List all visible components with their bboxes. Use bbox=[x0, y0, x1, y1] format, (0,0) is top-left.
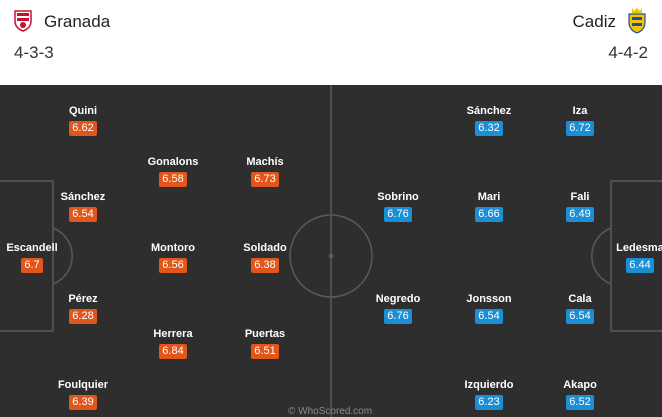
player-name: Gonalons bbox=[147, 156, 199, 168]
player-rating: 6.38 bbox=[251, 258, 279, 273]
home-player-5[interactable]: Foulquier 6.39 bbox=[43, 379, 123, 410]
player-name: Akapo bbox=[563, 379, 597, 391]
granada-crest-icon bbox=[14, 10, 32, 32]
away-player-7[interactable]: Negredo 6.76 bbox=[358, 293, 438, 324]
player-rating: 6.84 bbox=[159, 344, 187, 359]
player-rating: 6.58 bbox=[159, 172, 187, 187]
away-team-name[interactable]: Cadiz bbox=[572, 12, 616, 31]
player-rating: 6.56 bbox=[159, 258, 187, 273]
player-rating: 6.39 bbox=[69, 395, 97, 410]
player-name: Sobrino bbox=[377, 191, 419, 203]
home-player-8[interactable]: Herrera 6.84 bbox=[133, 328, 213, 359]
home-player-9[interactable]: Machís 6.73 bbox=[225, 156, 305, 187]
player-rating: 6.52 bbox=[566, 395, 594, 410]
player-rating: 6.76 bbox=[384, 207, 412, 222]
player-rating: 6.62 bbox=[69, 121, 97, 136]
player-name: Montoro bbox=[151, 242, 195, 254]
player-rating: 6.73 bbox=[251, 172, 279, 187]
player-rating: 6.44 bbox=[626, 258, 654, 273]
player-rating: 6.51 bbox=[251, 344, 279, 359]
player-rating: 6.54 bbox=[69, 207, 97, 222]
match-header: Granada 4-3-3 Cadiz 4-4-2 bbox=[0, 0, 662, 85]
player-rating: 6.66 bbox=[475, 207, 503, 222]
away-player-6[interactable]: Ledesma 6.44 bbox=[600, 242, 662, 273]
home-formation: 4-3-3 bbox=[14, 43, 54, 62]
player-name: Herrera bbox=[153, 328, 193, 340]
watermark: © WhoScored.com bbox=[288, 406, 373, 417]
player-name: Iza bbox=[572, 105, 588, 117]
player-name: Sánchez bbox=[466, 105, 512, 117]
home-player-7[interactable]: Montoro 6.56 bbox=[133, 242, 213, 273]
home-player-3[interactable]: Escandell 6.7 bbox=[0, 242, 72, 273]
home-player-1[interactable]: Quini 6.62 bbox=[43, 105, 123, 136]
home-player-10[interactable]: Soldado 6.38 bbox=[225, 242, 305, 273]
player-name: Izquierdo bbox=[464, 379, 514, 391]
home-player-11[interactable]: Puertas 6.51 bbox=[225, 328, 305, 359]
away-player-3[interactable]: Sobrino 6.76 bbox=[358, 191, 438, 222]
away-player-9[interactable]: Cala 6.54 bbox=[540, 293, 620, 324]
away-player-10[interactable]: Izquierdo 6.23 bbox=[449, 379, 529, 410]
player-name: Fali bbox=[570, 191, 590, 203]
player-rating: 6.7 bbox=[21, 258, 43, 273]
player-name: Puertas bbox=[244, 328, 286, 340]
player-name: Pérez bbox=[68, 293, 98, 305]
player-rating: 6.76 bbox=[384, 309, 412, 324]
away-player-2[interactable]: Iza 6.72 bbox=[540, 105, 620, 136]
player-name: Machís bbox=[246, 156, 284, 168]
pitch: Quini 6.62 Sánchez 6.54 Escandell 6.7 Pérez… bbox=[0, 85, 662, 417]
away-player-5[interactable]: Fali 6.49 bbox=[540, 191, 620, 222]
player-name: Negredo bbox=[375, 293, 421, 305]
home-player-4[interactable]: Pérez 6.28 bbox=[43, 293, 123, 324]
player-name: Cala bbox=[568, 293, 592, 305]
cadiz-crest-icon bbox=[628, 8, 646, 34]
home-team-name[interactable]: Granada bbox=[44, 12, 111, 31]
player-name: Soldado bbox=[243, 242, 287, 254]
home-player-6[interactable]: Gonalons 6.58 bbox=[133, 156, 213, 187]
player-name: Jonsson bbox=[466, 293, 512, 305]
pitch-lines bbox=[0, 85, 662, 417]
away-player-1[interactable]: Sánchez 6.32 bbox=[449, 105, 529, 136]
away-player-11[interactable]: Akapo 6.52 bbox=[540, 379, 620, 410]
player-name: Sánchez bbox=[60, 191, 106, 203]
player-rating: 6.72 bbox=[566, 121, 594, 136]
player-rating: 6.49 bbox=[566, 207, 594, 222]
player-rating: 6.54 bbox=[566, 309, 594, 324]
away-player-8[interactable]: Jonsson 6.54 bbox=[449, 293, 529, 324]
player-name: Ledesma bbox=[616, 242, 662, 254]
player-name: Mari bbox=[477, 191, 501, 203]
player-name: Escandell bbox=[6, 242, 58, 254]
player-rating: 6.32 bbox=[475, 121, 503, 136]
player-name: Quini bbox=[68, 105, 98, 117]
player-rating: 6.23 bbox=[475, 395, 503, 410]
away-formation: 4-4-2 bbox=[608, 43, 648, 62]
player-name: Foulquier bbox=[57, 379, 109, 391]
home-player-2[interactable]: Sánchez 6.54 bbox=[43, 191, 123, 222]
away-player-4[interactable]: Mari 6.66 bbox=[449, 191, 529, 222]
player-rating: 6.54 bbox=[475, 309, 503, 324]
player-rating: 6.28 bbox=[69, 309, 97, 324]
